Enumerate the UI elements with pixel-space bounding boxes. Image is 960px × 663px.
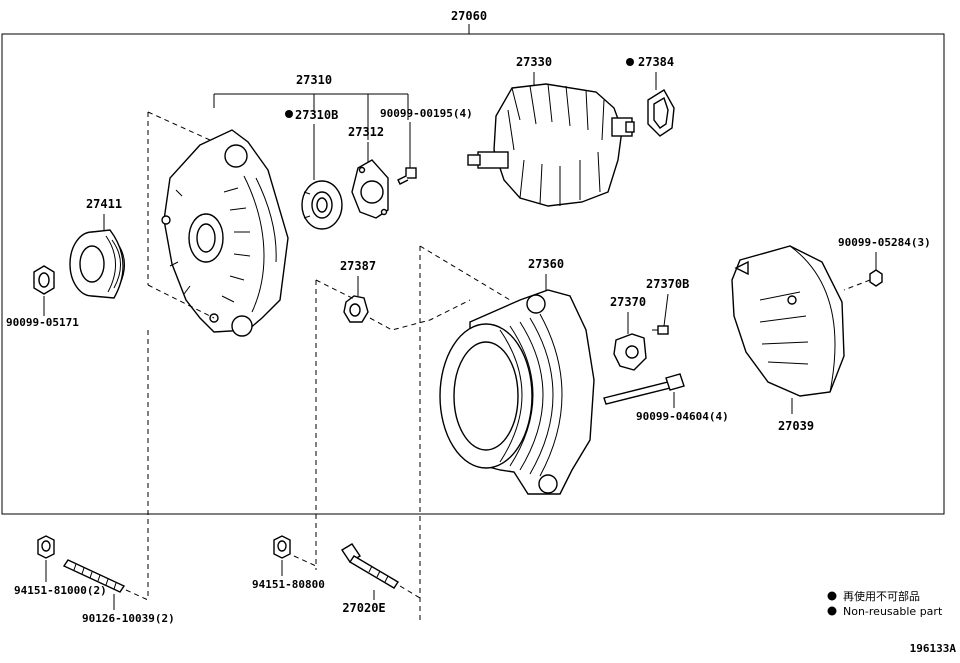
- figure-id: 196133A: [910, 642, 957, 655]
- label-90099-00195: 90099-00195(4): [380, 107, 473, 120]
- stud-90126-10039: [62, 559, 126, 593]
- dashed-guide-nut: [293, 555, 317, 567]
- rotor-27330: [467, 83, 635, 207]
- assembly-number-label: 27060: [451, 9, 487, 23]
- label-90099-04604: 90099-04604(4): [636, 410, 729, 423]
- drive-end-frame: [161, 129, 289, 337]
- label-27310B: 27310B: [295, 108, 338, 122]
- label-27360: 27360: [528, 257, 564, 271]
- label-27387: 27387: [340, 259, 376, 273]
- non-reusable-marker-27384: [626, 58, 634, 66]
- legend-bullet-en: [827, 606, 837, 616]
- bearing-27310B: [301, 180, 343, 230]
- rear-cover-27039: [731, 245, 845, 397]
- nut-94151-81000: [37, 535, 55, 559]
- legend-text-en: Non-reusable part: [843, 605, 943, 618]
- retainer-plate-27312: [351, 159, 389, 219]
- label-94151-80800: 94151-80800: [252, 578, 325, 591]
- legend-bullet-cn: [827, 591, 837, 601]
- non-reusable-marker-27310B: [285, 110, 293, 118]
- nut-90099-05171: [33, 265, 55, 295]
- nut-94151-80800: [273, 535, 291, 559]
- screw-27370B: [652, 325, 669, 335]
- label-27020E: 27020E: [342, 601, 385, 615]
- label-27370B: 27370B: [646, 277, 689, 291]
- bolt-90099-04604: [603, 373, 685, 405]
- regulator-27370: [613, 333, 647, 371]
- assembly-frame: [1, 33, 945, 515]
- label-94151-81000: 94151-81000(2): [14, 584, 107, 597]
- label-27310: 27310: [296, 73, 332, 87]
- label-90099-05284: 90099-05284(3): [838, 236, 931, 249]
- rear-frame-27360: [439, 289, 595, 495]
- dashed-guide-mid: [315, 279, 471, 570]
- label-27411: 27411: [86, 197, 122, 211]
- label-90126-10039: 90126-10039(2): [82, 612, 175, 625]
- screw-90099-00195: [397, 167, 417, 185]
- seal-ring-27384: [647, 89, 675, 137]
- legend-text-cn: 再使用不可部品: [843, 589, 920, 603]
- nut-90099-05284: [869, 269, 883, 287]
- label-27330: 27330: [516, 55, 552, 69]
- dashed-guide-bolt: [399, 585, 421, 599]
- bolt-27020E: [341, 543, 399, 589]
- dashed-guide-stud: [125, 589, 149, 601]
- pulley-27411: [69, 229, 125, 299]
- label-27039: 27039: [778, 419, 814, 433]
- label-27312: 27312: [348, 125, 384, 139]
- dashed-guide-cover: [843, 279, 871, 291]
- label-90099-05171: 90099-05171: [6, 316, 79, 329]
- bracket-27310-leader: [213, 93, 409, 140]
- bushing-27387: [343, 295, 369, 323]
- label-27384: 27384: [638, 55, 674, 69]
- leader-27370B: [663, 293, 669, 327]
- label-27370: 27370: [610, 295, 646, 309]
